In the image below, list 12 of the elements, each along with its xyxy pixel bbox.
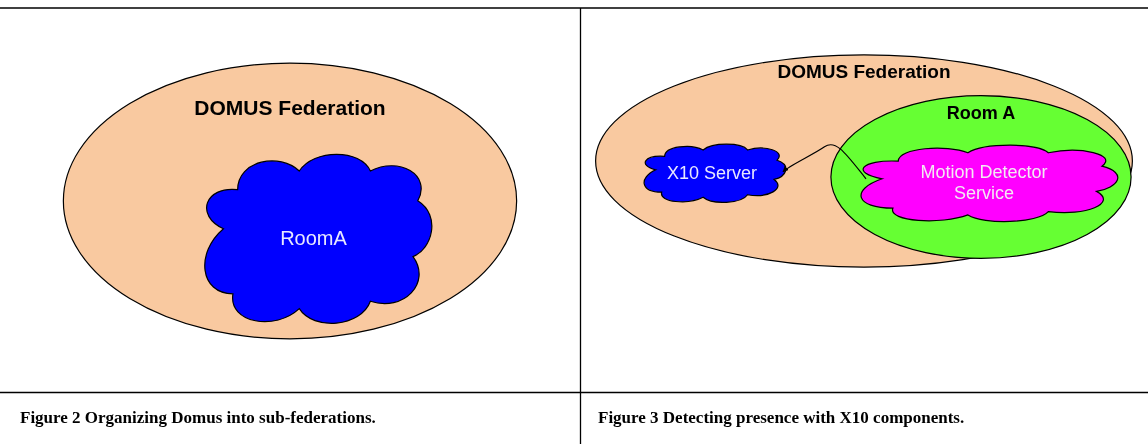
group-title: Room A <box>945 102 1017 124</box>
group-title: DOMUS Federation <box>776 61 952 84</box>
group-title: DOMUS Federation <box>193 95 387 120</box>
figure-caption: Figure 3 Detecting presence with X10 components. <box>598 408 965 428</box>
node-label: X10 Server <box>665 162 758 184</box>
node-label: Motion Detector Service <box>919 162 1049 204</box>
connector-arrow <box>782 144 867 180</box>
federation-ellipse <box>594 54 1134 268</box>
node-label: RoomA <box>279 226 348 250</box>
room-ellipse <box>830 95 1132 259</box>
federation-ellipse <box>62 62 518 340</box>
figure-caption: Figure 2 Organizing Domus into sub-federations. <box>20 408 376 428</box>
